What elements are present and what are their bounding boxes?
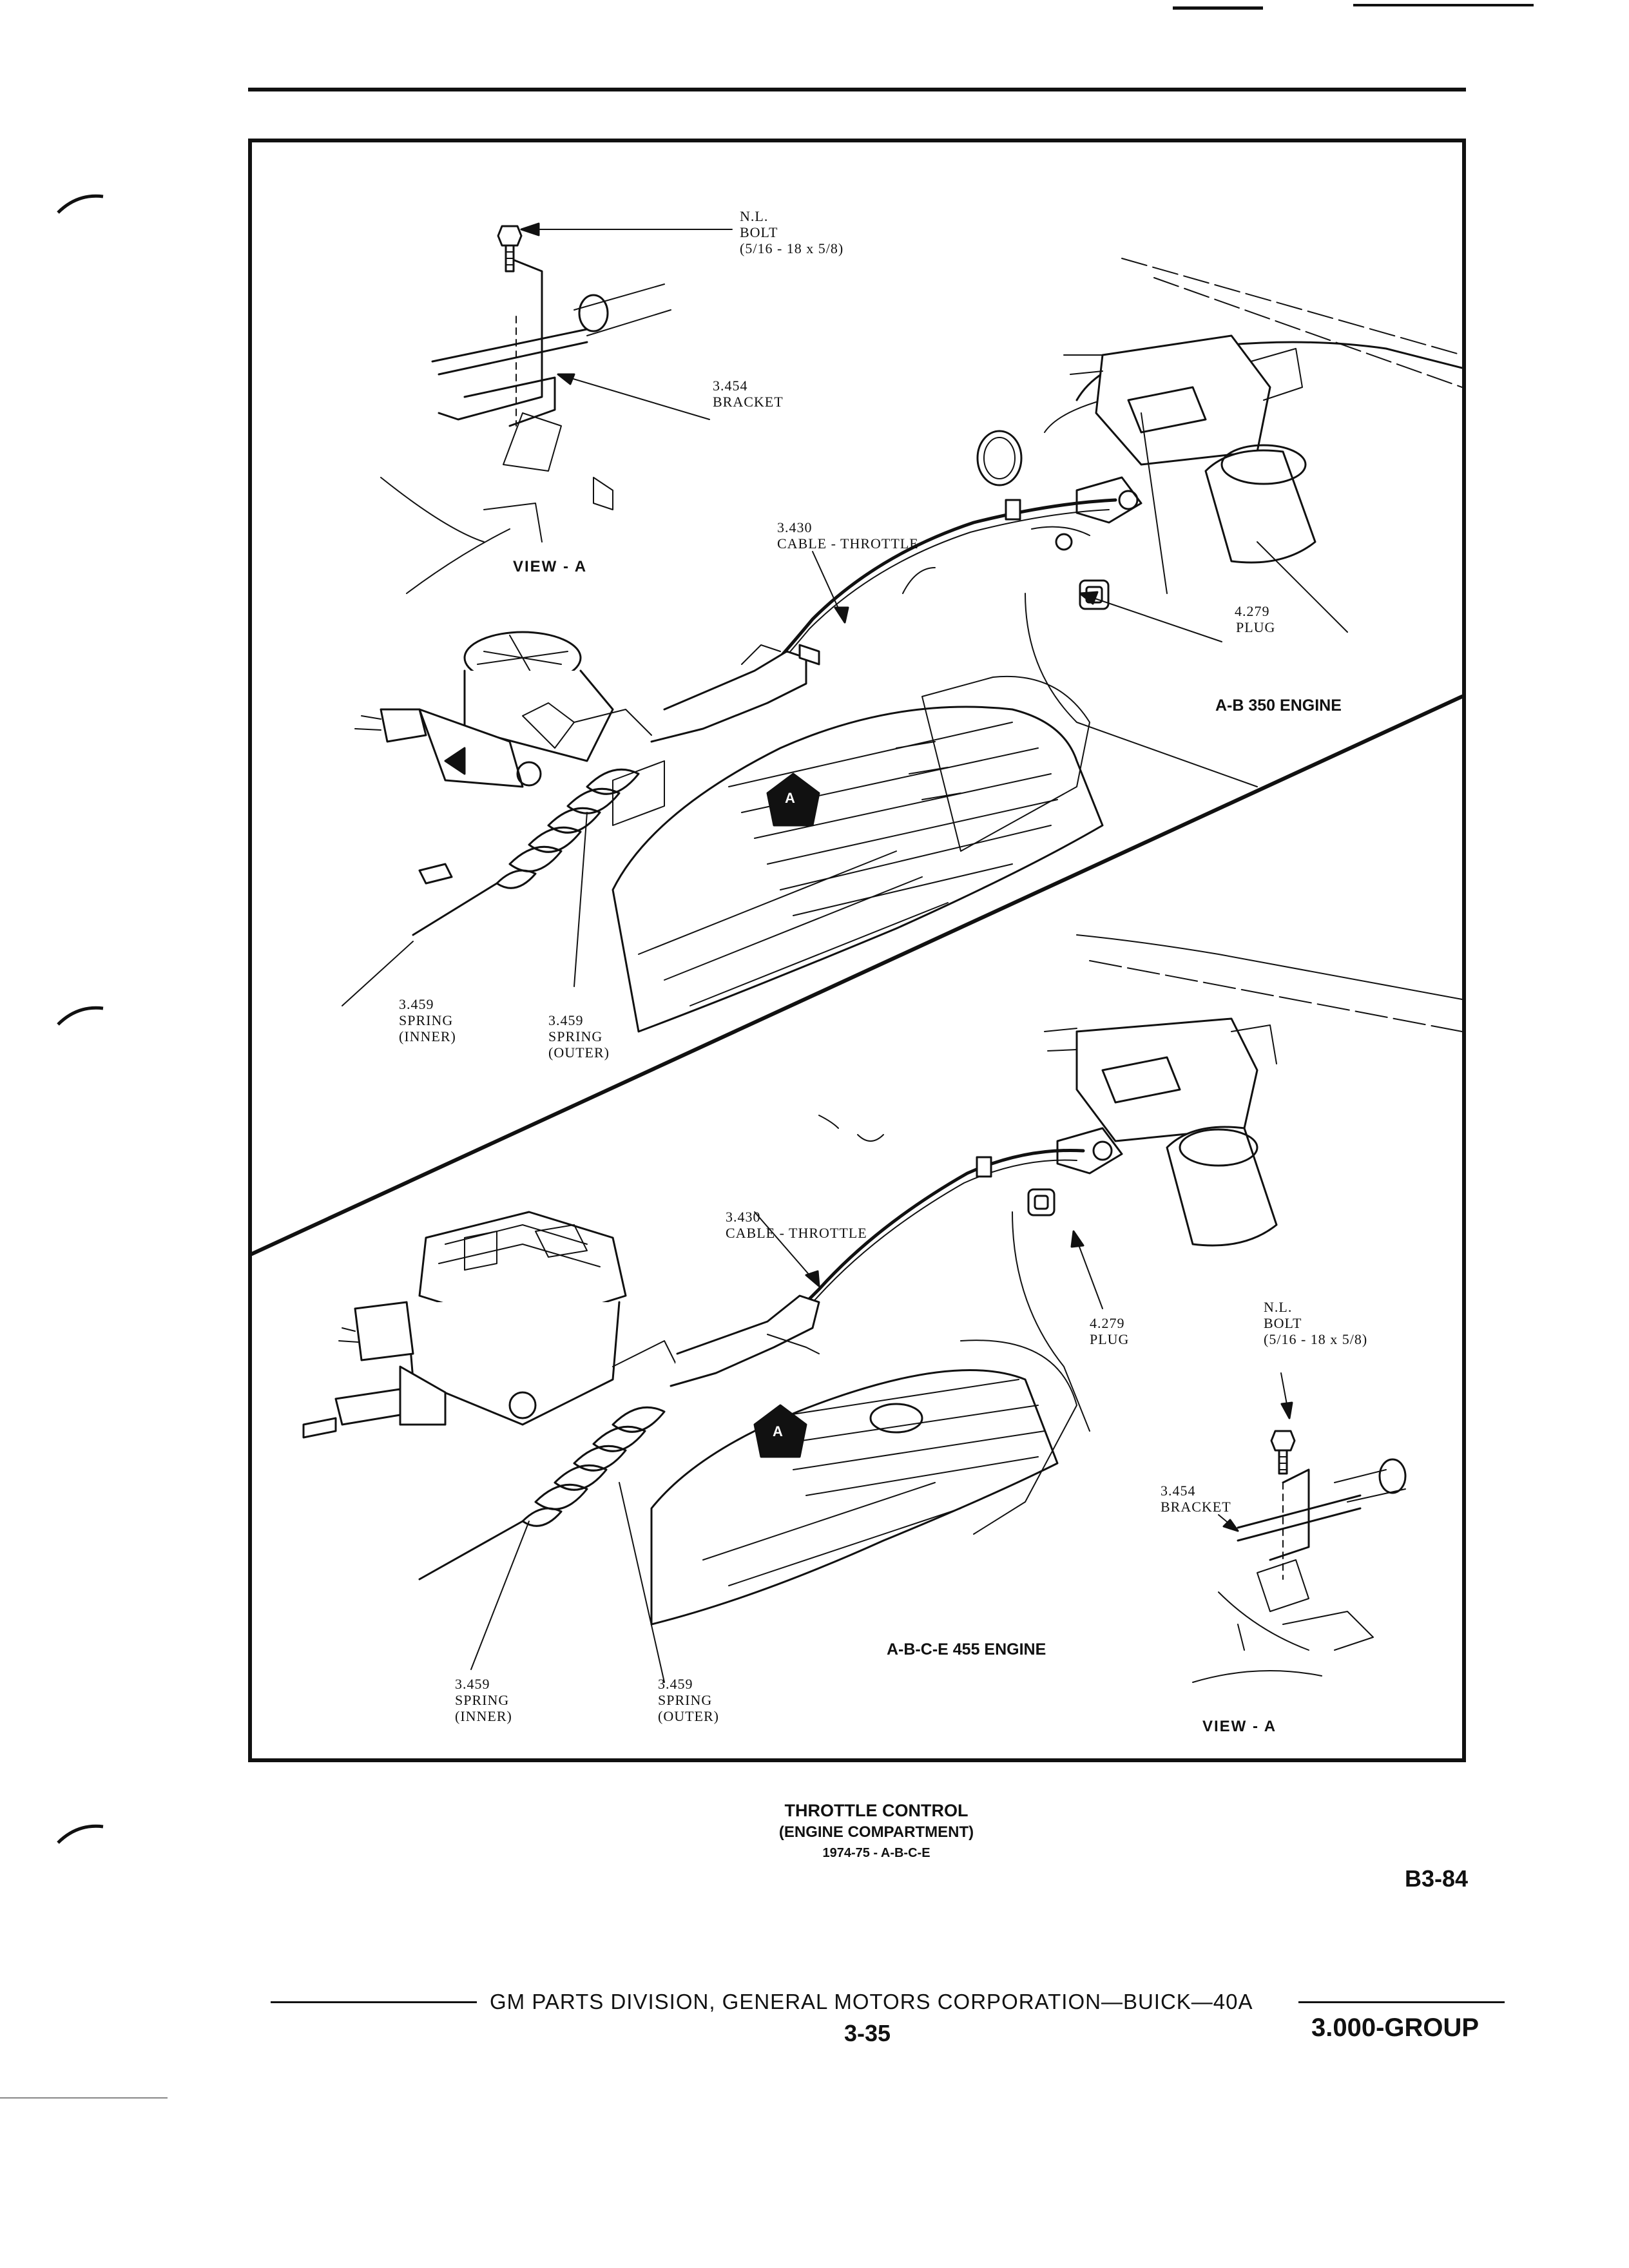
marker-a-upper xyxy=(766,773,820,827)
plug-label-upper: 4.279 PLUG xyxy=(1235,603,1276,635)
valve-cover-lower xyxy=(650,1369,1059,1626)
figure-number: B3-84 xyxy=(1405,1865,1469,1892)
spring-outer-lower xyxy=(521,1406,666,1527)
cable-label-lower: 3.430 CABLE - THROTTLE xyxy=(726,1209,867,1241)
marker-a-lower xyxy=(753,1404,807,1458)
scan-mark xyxy=(1173,6,1263,10)
engine-455-artwork xyxy=(818,934,1462,1535)
diagram-frame: N.L. BOLT (5/16 - 18 x 5/8) 3.454 BRACKE… xyxy=(248,139,1466,1762)
marker-a-upper-letter: A xyxy=(785,790,795,806)
bolt-icon xyxy=(497,225,523,273)
footer-text: GM PARTS DIVISION, GENERAL MOTORS CORPOR… xyxy=(490,1990,1253,2013)
spring-inner-label-lower: 3.459 SPRING (INNER) xyxy=(455,1676,512,1724)
spring-inner-label-upper: 3.459 SPRING (INNER) xyxy=(399,996,456,1044)
engine-label-455: A-B-C-E 455 ENGINE xyxy=(887,1640,1046,1658)
caption-title: THROTTLE CONTROL xyxy=(784,1801,969,1820)
view-a-label-lower: VIEW - A xyxy=(1202,1718,1277,1735)
bolt-icon xyxy=(1270,1430,1296,1475)
bolt-label-lower: N.L. BOLT (5/16 - 18 x 5/8) xyxy=(1264,1299,1368,1347)
engine-350-artwork xyxy=(921,258,1462,852)
diagram-artwork xyxy=(252,222,1462,1683)
page-number: 3-35 xyxy=(844,2020,891,2046)
group-number: 3.000-GROUP xyxy=(1311,2013,1480,2042)
view-a-label-upper: VIEW - A xyxy=(513,558,588,575)
throttle-cable-lower xyxy=(785,1148,1085,1323)
engine-label-350: A-B 350 ENGINE xyxy=(1215,697,1342,715)
caption-subtitle: (ENGINE COMPARTMENT) xyxy=(778,1823,974,1841)
view-a-detail-lower xyxy=(1192,1430,1407,1683)
cable-label-upper: 3.430 CABLE - THROTTLE xyxy=(777,519,919,552)
spring-outer-upper xyxy=(496,760,665,889)
plug-label-lower: 4.279 PLUG xyxy=(1090,1315,1130,1347)
bracket-label-upper: 3.454 BRACKET xyxy=(713,378,784,410)
caption-years: 1974-75 - A-B-C-E xyxy=(822,1846,930,1860)
carburetor-lower xyxy=(302,1211,678,1439)
throttle-cable-upper xyxy=(766,498,1117,673)
scan-mark xyxy=(0,2097,168,2099)
scan-mark xyxy=(1353,4,1534,6)
margin-hole-marks xyxy=(57,194,104,1844)
marker-a-lower-letter: A xyxy=(773,1423,783,1439)
spring-outer-label-upper: 3.459 SPRING (OUTER) xyxy=(548,1012,610,1061)
carburetor-upper xyxy=(354,631,652,788)
valve-cover-upper xyxy=(612,706,1104,1033)
bolt-label-upper: N.L. BOLT (5/16 - 18 x 5/8) xyxy=(740,208,844,256)
header-rule xyxy=(248,88,1466,91)
spring-outer-label-lower: 3.459 SPRING (OUTER) xyxy=(658,1676,719,1724)
footer-rule-right xyxy=(1298,2001,1505,2003)
footer-rule-left xyxy=(271,2001,477,2003)
bracket-label-lower: 3.454 BRACKET xyxy=(1161,1483,1231,1515)
divider-line xyxy=(252,695,1462,1256)
view-a-detail-upper xyxy=(380,225,671,594)
